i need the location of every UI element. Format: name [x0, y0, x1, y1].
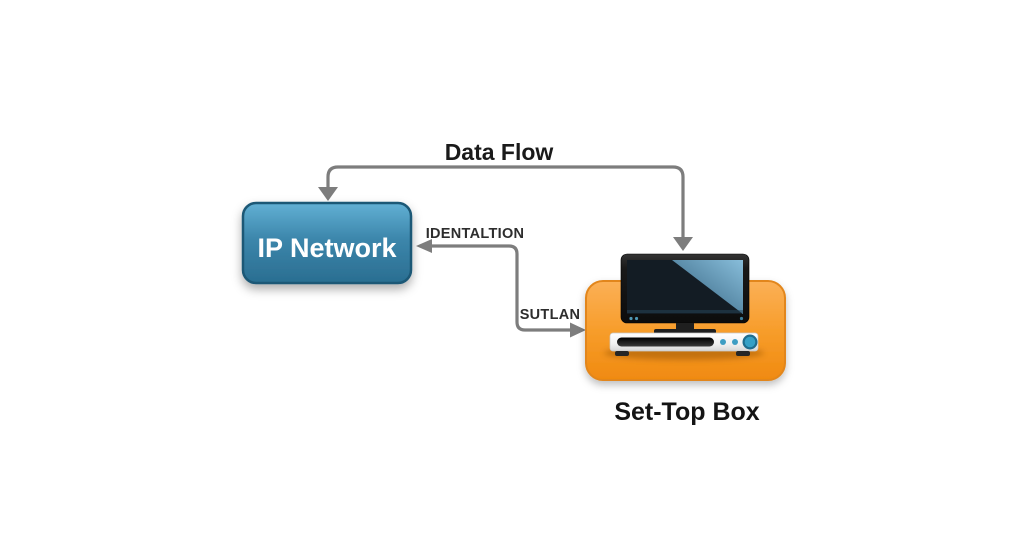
data-flow-arrow: Data Flow — [318, 139, 693, 251]
identaltion-sutlan-line — [431, 244, 571, 332]
data-flow-line — [326, 165, 685, 238]
arrowhead-down-set-top-box-icon — [673, 237, 693, 251]
set-top-box-label: Set-Top Box — [614, 398, 759, 426]
ip-network-label: IP Network — [257, 233, 397, 263]
device-foot — [615, 351, 629, 356]
tv-stand-neck — [676, 323, 694, 329]
disc-slot — [617, 337, 714, 347]
data-flow-label: Data Flow — [445, 139, 554, 165]
sutlan-label: SUTLAN — [520, 307, 581, 323]
identaltion-sutlan-arrow: IDENTALTION SUTLAN — [416, 226, 586, 338]
arrowhead-left-ip-network-icon — [416, 239, 432, 253]
power-button-inner — [744, 336, 756, 348]
indicator-dot-icon — [720, 339, 726, 345]
device-foot — [736, 351, 750, 356]
set-top-box-device-icon — [609, 332, 759, 356]
indicator-dot-icon — [732, 339, 738, 345]
ip-network-node: IP Network — [241, 201, 413, 285]
set-top-box-node: Set-Top Box — [585, 253, 786, 426]
ip-network-box — [241, 201, 413, 285]
arrowhead-right-set-top-box-icon — [570, 322, 586, 338]
tv-monitor-icon — [620, 253, 750, 334]
arrowhead-down-ip-network-icon — [318, 187, 338, 201]
identaltion-label: IDENTALTION — [426, 226, 525, 242]
